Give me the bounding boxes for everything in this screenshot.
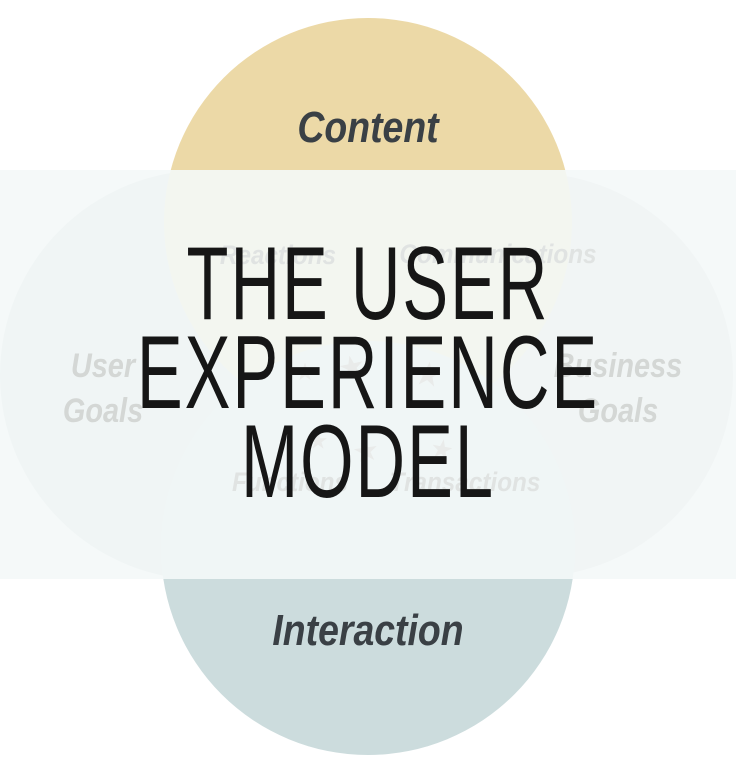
title-line-1: THE USER	[186, 226, 550, 342]
business-goals-line1: Business	[553, 347, 683, 385]
user-goals-line1: User	[70, 347, 136, 385]
business-goals-line2: Goals	[577, 392, 659, 430]
overlap-label-transactions: Transactions	[389, 467, 541, 497]
page-title: THE USER EXPERIENCE MODEL	[0, 226, 736, 520]
title-line-2: EXPERIENCE	[136, 315, 600, 431]
overlap-label-functions: Functions	[231, 467, 349, 497]
user-goals-label: User Goals	[10, 344, 197, 434]
overlap-label-communications: Communications	[399, 239, 597, 269]
overlap-label-reactions: Reactions	[219, 240, 337, 270]
star-icon: ★	[307, 427, 329, 454]
title-line-3: MODEL	[241, 404, 495, 520]
title-veil-band	[0, 170, 736, 579]
interaction-circle-label: Interaction	[272, 606, 464, 655]
star-icon: ★	[294, 359, 316, 386]
content-circle-label: Content	[297, 103, 439, 152]
user-goals-line2: Goals	[62, 392, 144, 430]
business-goals-label: Business Goals	[525, 344, 712, 434]
